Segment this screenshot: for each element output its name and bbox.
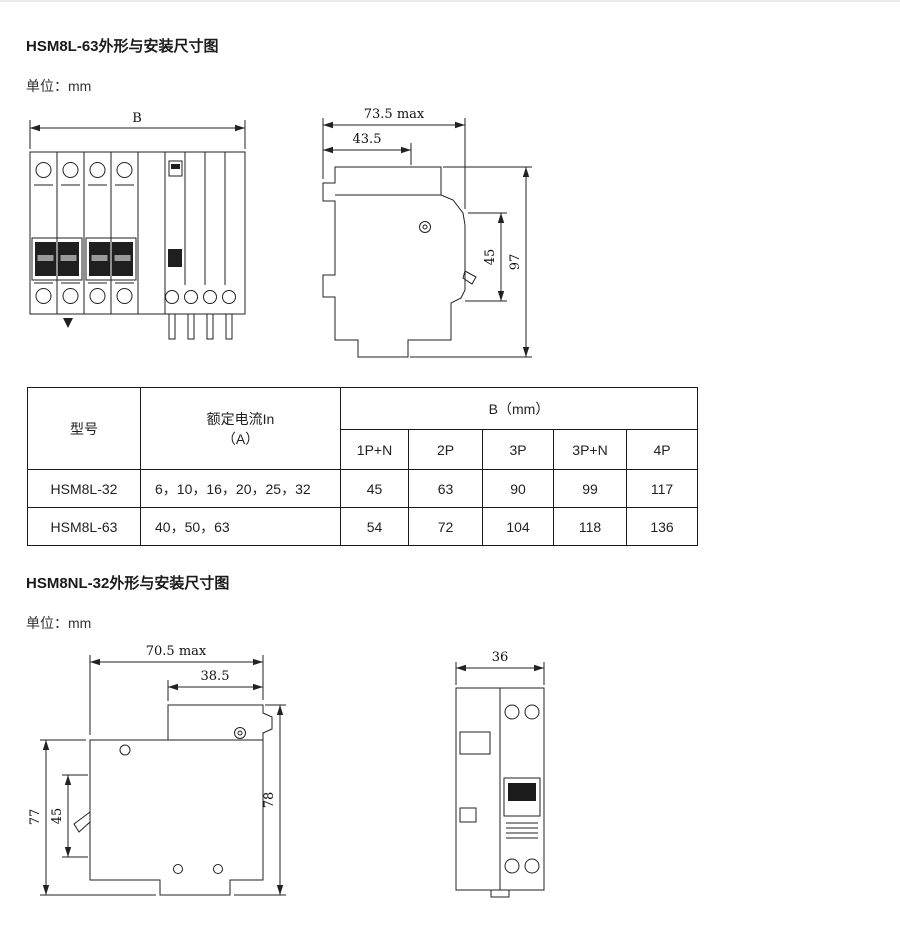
- hsm8l-front-view-drawing: B: [29, 111, 246, 340]
- header-rated-current: 额定电流In （A）: [140, 387, 341, 470]
- b-value-cell: 90: [482, 469, 554, 508]
- dim-label-left-height: 77: [28, 809, 43, 826]
- hsm8nl-side-view-drawing: 70.5 max 38.5 77 45 78: [28, 644, 286, 896]
- header-4p: 4P: [625, 429, 699, 470]
- dim-label-face-height: 45: [483, 249, 498, 266]
- b-value-cell: 45: [340, 469, 409, 508]
- dim-label-total-height: 97: [508, 254, 523, 271]
- dim-label-face-height: 45: [50, 808, 65, 825]
- header-3p: 3P: [482, 429, 554, 470]
- current-cell: 40，50，63: [140, 507, 341, 546]
- section1-title: HSM8L-63外形与安装尺寸图: [26, 38, 219, 55]
- section2-unit-label: 单位：mm: [26, 615, 92, 631]
- header-3p-n: 3P+N: [553, 429, 627, 470]
- model-cell: HSM8L-32: [27, 469, 141, 508]
- table-row: HSM8L-32 6，10，16，20，25，32 45 63 90 99 11…: [27, 469, 699, 508]
- header-b-mm: B（mm）: [339, 387, 699, 430]
- dim-label-right-height: 78: [262, 792, 277, 809]
- dim-label-b: B: [132, 111, 142, 126]
- section2-title: HSM8NL-32外形与安装尺寸图: [26, 575, 230, 592]
- header-model: 型号: [27, 387, 141, 470]
- section1-unit-label: 单位：mm: [26, 78, 92, 94]
- b-value-cell: 117: [625, 469, 699, 508]
- toggle-handle: [508, 783, 536, 801]
- front-view-linework: [29, 120, 246, 340]
- dim-label-body-depth: 38.5: [201, 669, 230, 684]
- side-view-linework: [322, 118, 532, 358]
- toggle-grooves: [37, 255, 131, 261]
- header-2p: 2P: [408, 429, 483, 470]
- model-cell: HSM8L-63: [27, 507, 141, 546]
- header-1p-n: 1P+N: [340, 429, 409, 470]
- side-view-linework: [40, 655, 286, 896]
- b-value-cell: 72: [408, 507, 483, 546]
- b-value-cell: 63: [408, 469, 483, 508]
- b-value-cell: 99: [553, 469, 627, 508]
- dimension-spec-table: 型号 额定电流In （A） B（mm） 1P+N 2P 3P 3P+N 4P H…: [27, 387, 699, 546]
- dim-label-overall-depth: 70.5 max: [146, 644, 207, 659]
- hsm8nl-front-view-drawing: 36: [455, 650, 545, 898]
- hsm8l-side-view-drawing: 73.5 max 43.5 45 97: [322, 107, 532, 358]
- current-cell: 6，10，16，20，25，32: [140, 469, 341, 508]
- dim-label-body-depth: 43.5: [353, 132, 382, 147]
- b-value-cell: 54: [340, 507, 409, 546]
- dim-label-overall-depth: 73.5 max: [364, 107, 425, 122]
- b-value-cell: 104: [482, 507, 554, 546]
- b-value-cell: 118: [553, 507, 627, 546]
- table-row: HSM8L-63 40，50，63 54 72 104 118 136: [27, 507, 699, 546]
- b-value-cell: 136: [625, 507, 699, 546]
- header-rated-current-line1: 额定电流In: [206, 410, 275, 427]
- dim-label-width: 36: [492, 650, 509, 665]
- front-view-linework: [455, 662, 545, 898]
- header-rated-current-line2: （A）: [221, 430, 260, 447]
